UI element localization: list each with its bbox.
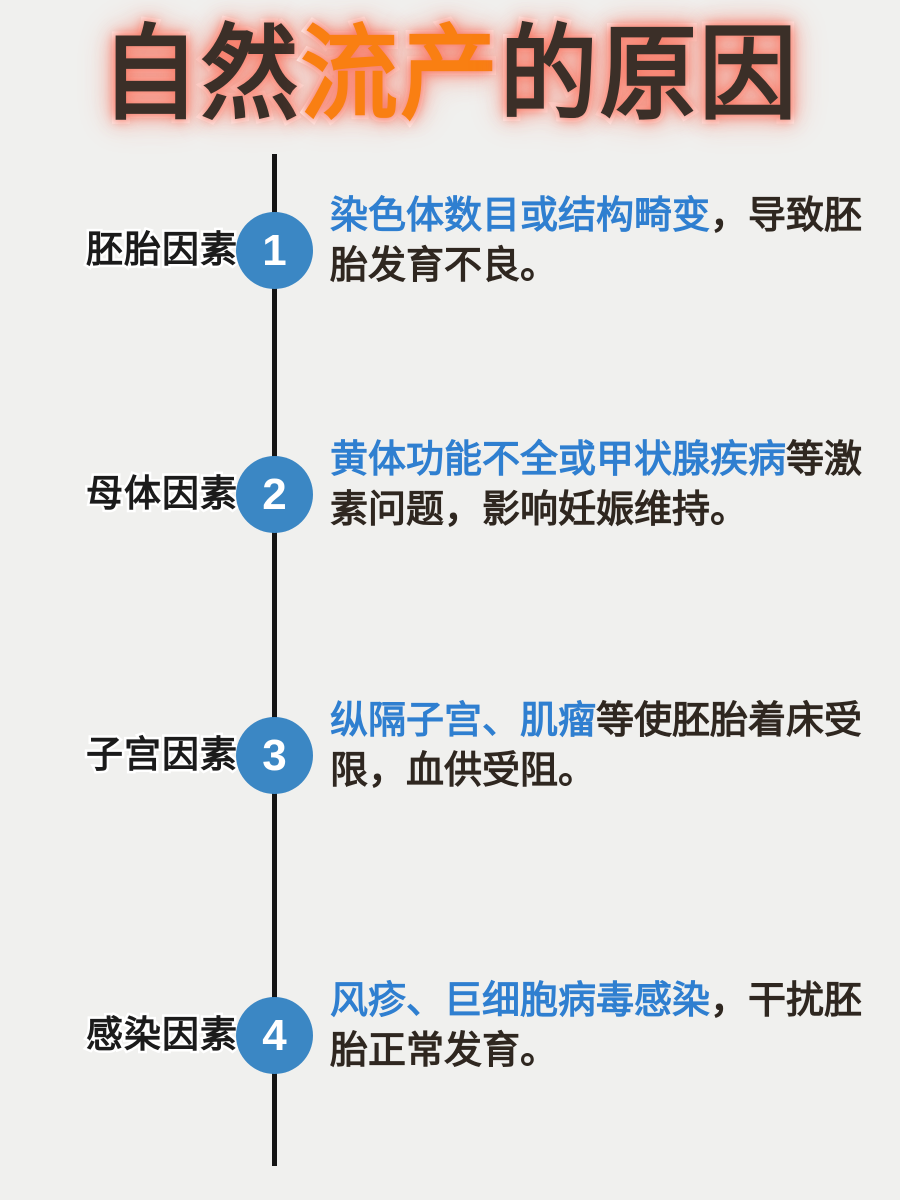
timeline-item-3-number-badge: 3 <box>236 717 313 794</box>
timeline-item-4-highlight: 风疹、巨细胞病毒感染 <box>330 978 711 1022</box>
timeline-item-3-description: 纵隔子宫、肌瘤等使胚胎着床受限，血供受阻。 <box>330 695 890 795</box>
timeline-item-3-label: 子宫因素 <box>84 731 240 779</box>
timeline-item-1-number-badge: 1 <box>236 212 313 289</box>
timeline-item-1-description: 染色体数目或结构畸变，导致胚胎发育不良。 <box>330 190 890 290</box>
timeline-item-3: 子宫因素 3 纵隔子宫、肌瘤等使胚胎着床受限，血供受阻。 <box>0 695 900 815</box>
timeline-item-2-description: 黄体功能不全或甲状腺疾病等激素问题，影响妊娠维持。 <box>330 434 890 534</box>
timeline-item-2-number-badge: 2 <box>236 456 313 533</box>
title-part-1: 自然 <box>98 14 303 135</box>
title-part-accent: 流产 <box>297 14 502 135</box>
timeline-item-1-rest: ，导致胚胎发育不良。 <box>330 193 863 287</box>
timeline-item-4-label: 感染因素 <box>84 1011 240 1059</box>
timeline-item-4-description: 风疹、巨细胞病毒感染，干扰胚胎正常发育。 <box>330 975 890 1075</box>
title-text: 自然流产的原因 <box>98 14 801 135</box>
timeline-item-2-rest: 等激素问题，影响妊娠维持。 <box>330 437 863 531</box>
timeline-vertical-line <box>272 154 277 1166</box>
timeline-item-1-highlight: 染色体数目或结构畸变 <box>330 193 711 237</box>
timeline-item-1: 胚胎因素 1 染色体数目或结构畸变，导致胚胎发育不良。 <box>0 190 900 310</box>
timeline-item-1-label: 胚胎因素 <box>84 226 240 274</box>
timeline-item-4-number-badge: 4 <box>236 997 313 1074</box>
timeline-item-3-highlight: 纵隔子宫、肌瘤 <box>330 698 597 742</box>
timeline-item-3-rest: 等使胚胎着床受限，血供受阻。 <box>330 698 863 792</box>
page-title: 自然流产的原因 <box>0 0 900 150</box>
timeline-item-2: 母体因素 2 黄体功能不全或甲状腺疾病等激素问题，影响妊娠维持。 <box>0 434 900 554</box>
timeline-item-4-rest: ，干扰胚胎正常发育。 <box>330 978 863 1072</box>
timeline-item-2-label: 母体因素 <box>84 470 240 518</box>
timeline-item-2-highlight: 黄体功能不全或甲状腺疾病 <box>330 437 787 481</box>
title-part-3: 的原因 <box>496 14 800 135</box>
timeline-item-4: 感染因素 4 风疹、巨细胞病毒感染，干扰胚胎正常发育。 <box>0 975 900 1095</box>
